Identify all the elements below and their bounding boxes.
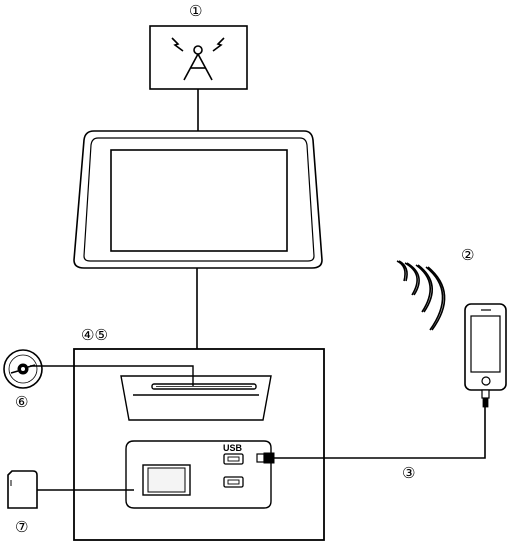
display-unit xyxy=(73,130,323,269)
disc-connector-line xyxy=(30,365,194,386)
usb-port-1 xyxy=(223,453,244,465)
usb-port-label: USB xyxy=(223,443,243,453)
label-antenna: ① xyxy=(189,2,202,20)
port-panel: USB xyxy=(125,440,272,509)
usb-cable xyxy=(274,407,486,459)
label-usb-cable: ③ xyxy=(402,464,415,482)
label-unit: ④⑤ xyxy=(81,326,108,344)
sd-card-icon xyxy=(7,470,38,509)
display-screen xyxy=(110,149,288,252)
disc-icon xyxy=(3,349,43,389)
bluetooth-waves-icon xyxy=(396,260,446,331)
label-disc: ⑥ xyxy=(15,393,28,411)
antenna-box xyxy=(149,25,248,90)
smartphone-icon xyxy=(464,303,507,408)
antenna-icon xyxy=(171,37,225,81)
usb-plug-icon xyxy=(256,452,275,464)
label-bluetooth: ② xyxy=(461,246,474,264)
disc-slot xyxy=(120,375,272,421)
label-sd-card: ⑦ xyxy=(15,518,28,536)
sd-card-slot xyxy=(142,464,191,496)
usb-port-2 xyxy=(223,476,244,488)
